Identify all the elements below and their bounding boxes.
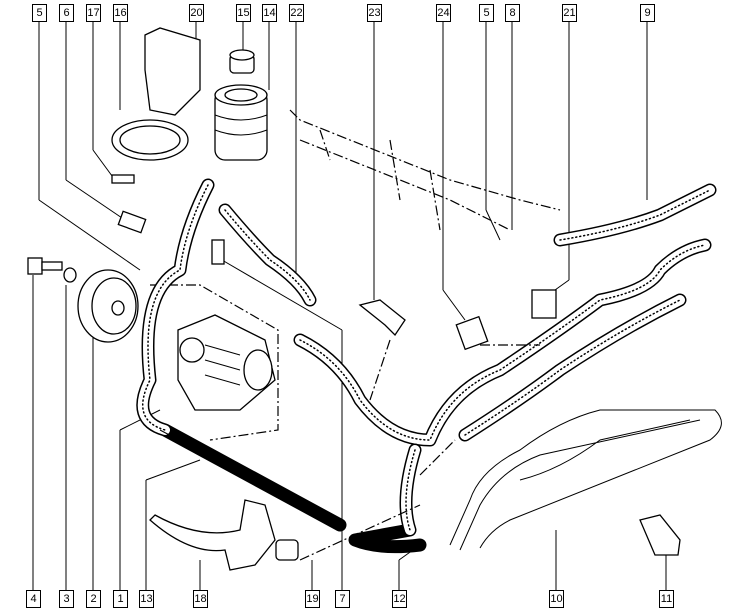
label-15: 15 [236,4,251,22]
label-5-top-right: 5 [479,4,494,22]
retaining-plate [455,315,489,351]
label-5-top-left: 5 [32,4,47,22]
label-20: 20 [189,4,204,22]
label-1: 1 [113,590,128,608]
clamp-ring [111,119,189,161]
label-16: 16 [113,4,128,22]
label-23: 23 [367,4,382,22]
label-9: 9 [640,4,655,22]
label-21: 21 [562,4,577,22]
label-19: 19 [305,590,320,608]
cooler-pipe [449,409,722,551]
pressure-switch [117,210,147,234]
label-12: 12 [392,590,407,608]
label-13: 13 [139,590,154,608]
label-22: 22 [289,4,304,22]
hose-bracket [149,499,276,571]
reservoir-bracket [144,27,201,116]
pipe-clip [639,514,681,556]
label-24: 24 [436,4,451,22]
power-steering-pump [177,314,276,411]
label-7: 7 [335,590,350,608]
clip-23 [358,299,406,337]
clip [111,174,135,184]
sensor [211,239,225,265]
label-4: 4 [26,590,41,608]
hose-clip [275,539,299,561]
connector-block [531,289,557,319]
label-11: 11 [659,590,674,608]
label-3: 3 [59,590,74,608]
label-6: 6 [59,4,74,22]
reservoir-cap [229,49,255,74]
label-8: 8 [505,4,520,22]
label-14: 14 [262,4,277,22]
leader-lines [32,21,667,590]
reservoir [214,84,268,161]
return-pipe [159,429,331,521]
hoses [136,178,717,554]
label-18: 18 [193,590,208,608]
washer [63,267,77,283]
bolt [27,257,63,275]
steering-rack [289,109,561,231]
pulley [77,269,139,343]
label-10: 10 [549,590,564,608]
label-17: 17 [86,4,101,22]
label-2: 2 [86,590,101,608]
